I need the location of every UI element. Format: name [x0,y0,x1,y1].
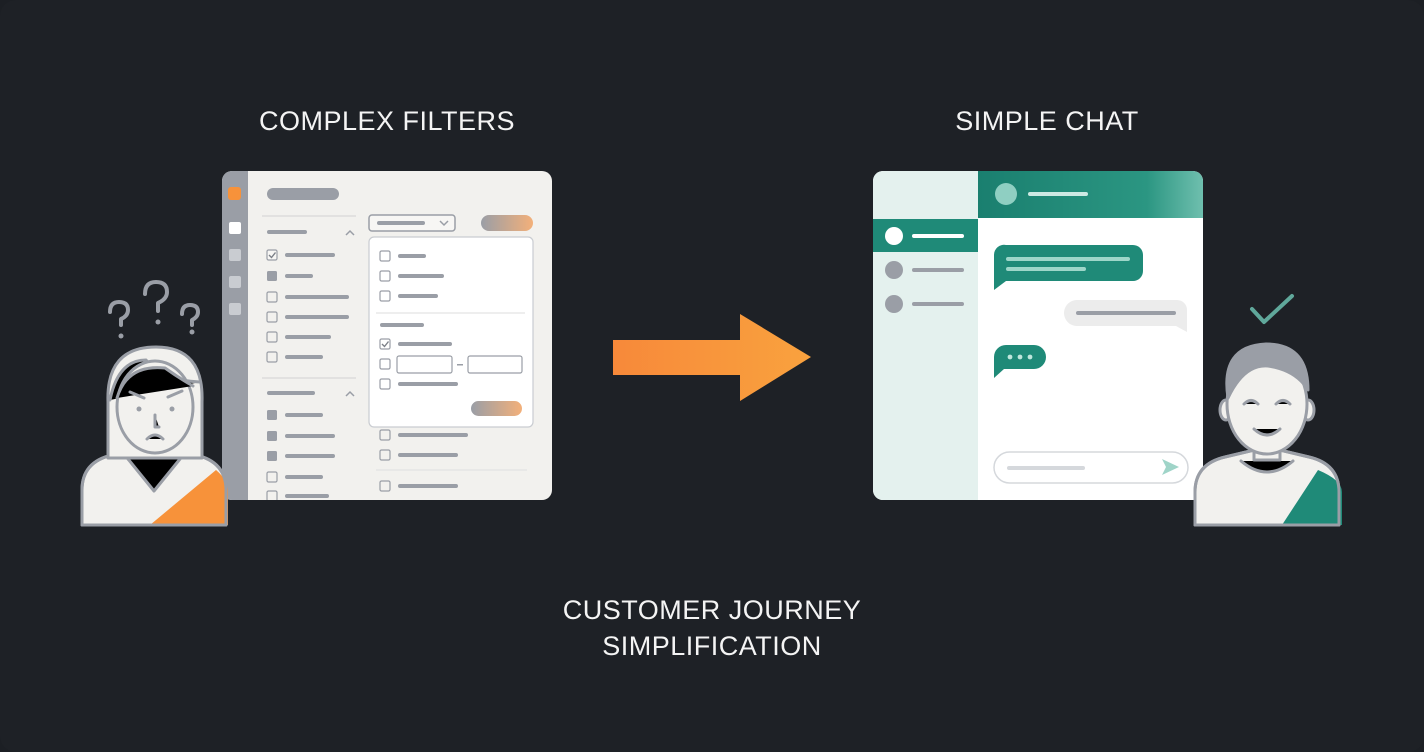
sidebar-item[interactable] [229,276,241,288]
message-input[interactable] [993,451,1189,484]
filter-checkbox[interactable] [266,249,278,261]
filter-checkbox[interactable] [379,449,391,461]
journey-caption: CUSTOMER JOURNEY SIMPLIFICATION [462,592,962,664]
range-min-input[interactable] [396,355,453,374]
filter-checkbox[interactable] [379,429,391,441]
filter-checkbox[interactable] [267,431,277,441]
range-max-input[interactable] [467,355,523,374]
chevron-up-icon [345,229,355,236]
filter-popover [368,236,534,428]
happy-person-icon [1193,294,1342,527]
filter-checkbox[interactable] [267,271,277,281]
filter-checkbox[interactable] [266,351,278,363]
apply-button[interactable] [481,215,533,231]
filter-checkbox[interactable] [379,250,391,262]
filter-checkbox[interactable] [379,270,391,282]
confused-person-icon [80,280,228,527]
filter-checkbox[interactable] [266,471,278,483]
sidebar-item[interactable] [229,303,241,315]
filter-checkbox[interactable] [379,358,391,370]
filter-checkbox[interactable] [266,311,278,323]
filter-checkbox[interactable] [379,338,391,350]
send-icon[interactable] [1162,459,1179,475]
caption-line-1: CUSTOMER JOURNEY [562,595,862,625]
filter-checkbox[interactable] [266,331,278,343]
sidebar-item[interactable] [229,222,241,234]
avatar [995,183,1017,205]
conversation-item[interactable] [885,261,903,279]
filter-checkbox[interactable] [267,451,277,461]
filter-checkbox[interactable] [379,378,391,390]
popover-apply-button[interactable] [471,401,522,416]
filter-checkbox[interactable] [379,290,391,302]
filter-panel [222,171,552,500]
outgoing-message-bubble [1064,300,1187,332]
sidebar-item-active[interactable] [228,187,241,200]
checkmark-icon [1250,294,1294,324]
conversation-item[interactable] [885,295,903,313]
caption-line-2: SIMPLIFICATION [602,631,822,661]
chat-panel [873,171,1203,500]
question-marks-icon [108,280,200,327]
simple-chat-title: SIMPLE CHAT [955,106,1139,136]
sidebar-item[interactable] [229,249,241,261]
chevron-down-icon [439,220,449,227]
filter-checkbox[interactable] [266,291,278,303]
chevron-up-icon [345,390,355,397]
typing-indicator-bubble [994,345,1046,378]
complex-filters-title: COMPLEX FILTERS [258,106,516,136]
right-arrow-icon [613,314,811,401]
filter-checkbox[interactable] [267,410,277,420]
filter-checkbox[interactable] [379,480,391,492]
